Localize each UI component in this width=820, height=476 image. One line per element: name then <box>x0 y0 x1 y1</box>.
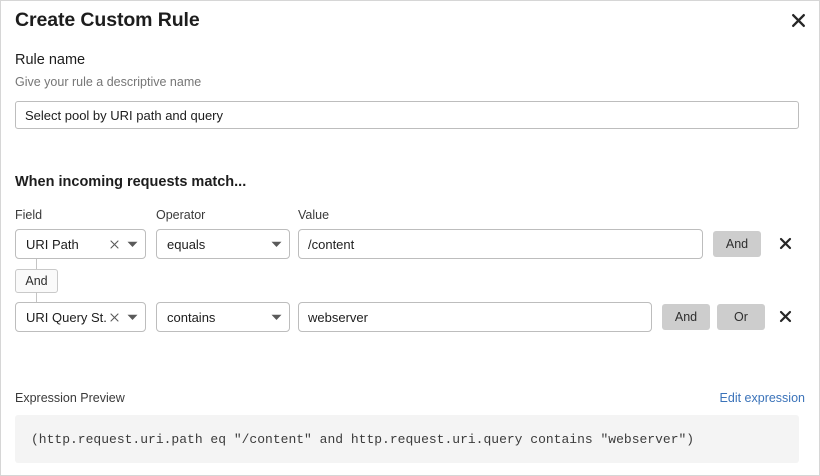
delete-condition-icon-1[interactable] <box>774 305 796 327</box>
dialog-title: Create Custom Rule <box>15 9 200 31</box>
or-button-1[interactable]: Or <box>717 304 765 330</box>
connector-line-bottom <box>36 292 37 303</box>
delete-condition-icon-0[interactable] <box>774 232 796 254</box>
chevron-down-icon-operator-1[interactable] <box>269 310 283 324</box>
rule-name-label: Rule name <box>15 52 86 68</box>
and-button-0[interactable]: And <box>713 231 761 257</box>
chevron-down-icon-operator-0[interactable] <box>269 237 283 251</box>
match-section-heading: When incoming requests match... <box>15 174 247 190</box>
expression-preview-label: Expression Preview <box>15 391 125 405</box>
value-input-1[interactable] <box>298 302 652 332</box>
field-select-0[interactable]: URI Path <box>15 229 146 259</box>
column-header-operator: Operator <box>156 208 206 222</box>
chevron-down-icon-field-1[interactable] <box>125 310 139 324</box>
operator-select-1[interactable]: contains <box>156 302 290 332</box>
clear-field-icon-1[interactable] <box>107 310 121 324</box>
operator-select-0[interactable]: equals <box>156 229 290 259</box>
chevron-down-icon-field-0[interactable] <box>125 237 139 251</box>
column-header-field: Field <box>15 208 43 222</box>
field-select-1[interactable]: URI Query St... <box>15 302 146 332</box>
expression-preview-code: (http.request.uri.path eq "/content" and… <box>31 431 695 447</box>
expression-preview-box: (http.request.uri.path eq "/content" and… <box>15 415 799 463</box>
rule-name-input[interactable] <box>15 101 799 129</box>
and-button-1[interactable]: And <box>662 304 710 330</box>
operator-select-value-1: contains <box>167 309 216 325</box>
operator-select-value-0: equals <box>167 236 206 252</box>
close-icon[interactable] <box>786 8 810 32</box>
rule-name-help-text: Give your rule a descriptive name <box>15 75 202 89</box>
clear-field-icon-0[interactable] <box>107 237 121 251</box>
field-select-value-1: URI Query St... <box>26 309 107 325</box>
connector-line-top <box>36 259 37 270</box>
column-header-value: Value <box>298 208 330 222</box>
value-input-0[interactable] <box>298 229 703 259</box>
edit-expression-link[interactable]: Edit expression <box>719 391 805 405</box>
field-select-value-0: URI Path <box>26 236 79 252</box>
connector-and-badge[interactable]: And <box>15 269 58 293</box>
